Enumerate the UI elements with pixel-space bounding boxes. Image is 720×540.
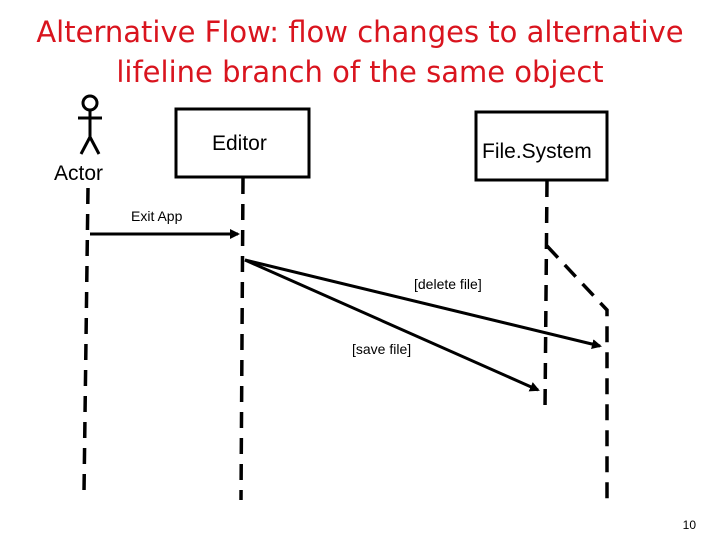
filesystem-object-box [474, 110, 609, 182]
page-number: 10 [682, 518, 696, 532]
slide-title-line-1: Alternative Flow: flow changes to altern… [36, 15, 684, 49]
actor-lifeline [82, 187, 90, 493]
save-file-message-arrow [244, 258, 540, 392]
delete-file-message-arrow [244, 258, 602, 349]
save-file-message-label: [save file] [352, 341, 412, 357]
editor-object-label: Editor [212, 132, 267, 155]
actor-figure [78, 94, 102, 155]
actor-head [81, 94, 99, 112]
slide-title-line-2: lifeline branch of the same object [116, 55, 604, 89]
actor-right-leg [88, 136, 101, 155]
actor-left-leg [79, 136, 92, 155]
editor-lifeline [239, 177, 245, 501]
filesystem-alternative-lifeline [545, 244, 609, 508]
slide-title: Alternative Flow: flow changes to altern… [0, 12, 720, 92]
delete-file-message-label: [delete file] [414, 276, 482, 292]
filesystem-lifeline [543, 180, 549, 411]
actor-label: Actor [54, 162, 104, 185]
filesystem-object-label: File.System [482, 140, 592, 163]
editor-object-box [174, 107, 311, 179]
exit-app-message-label: Exit App [131, 208, 183, 224]
